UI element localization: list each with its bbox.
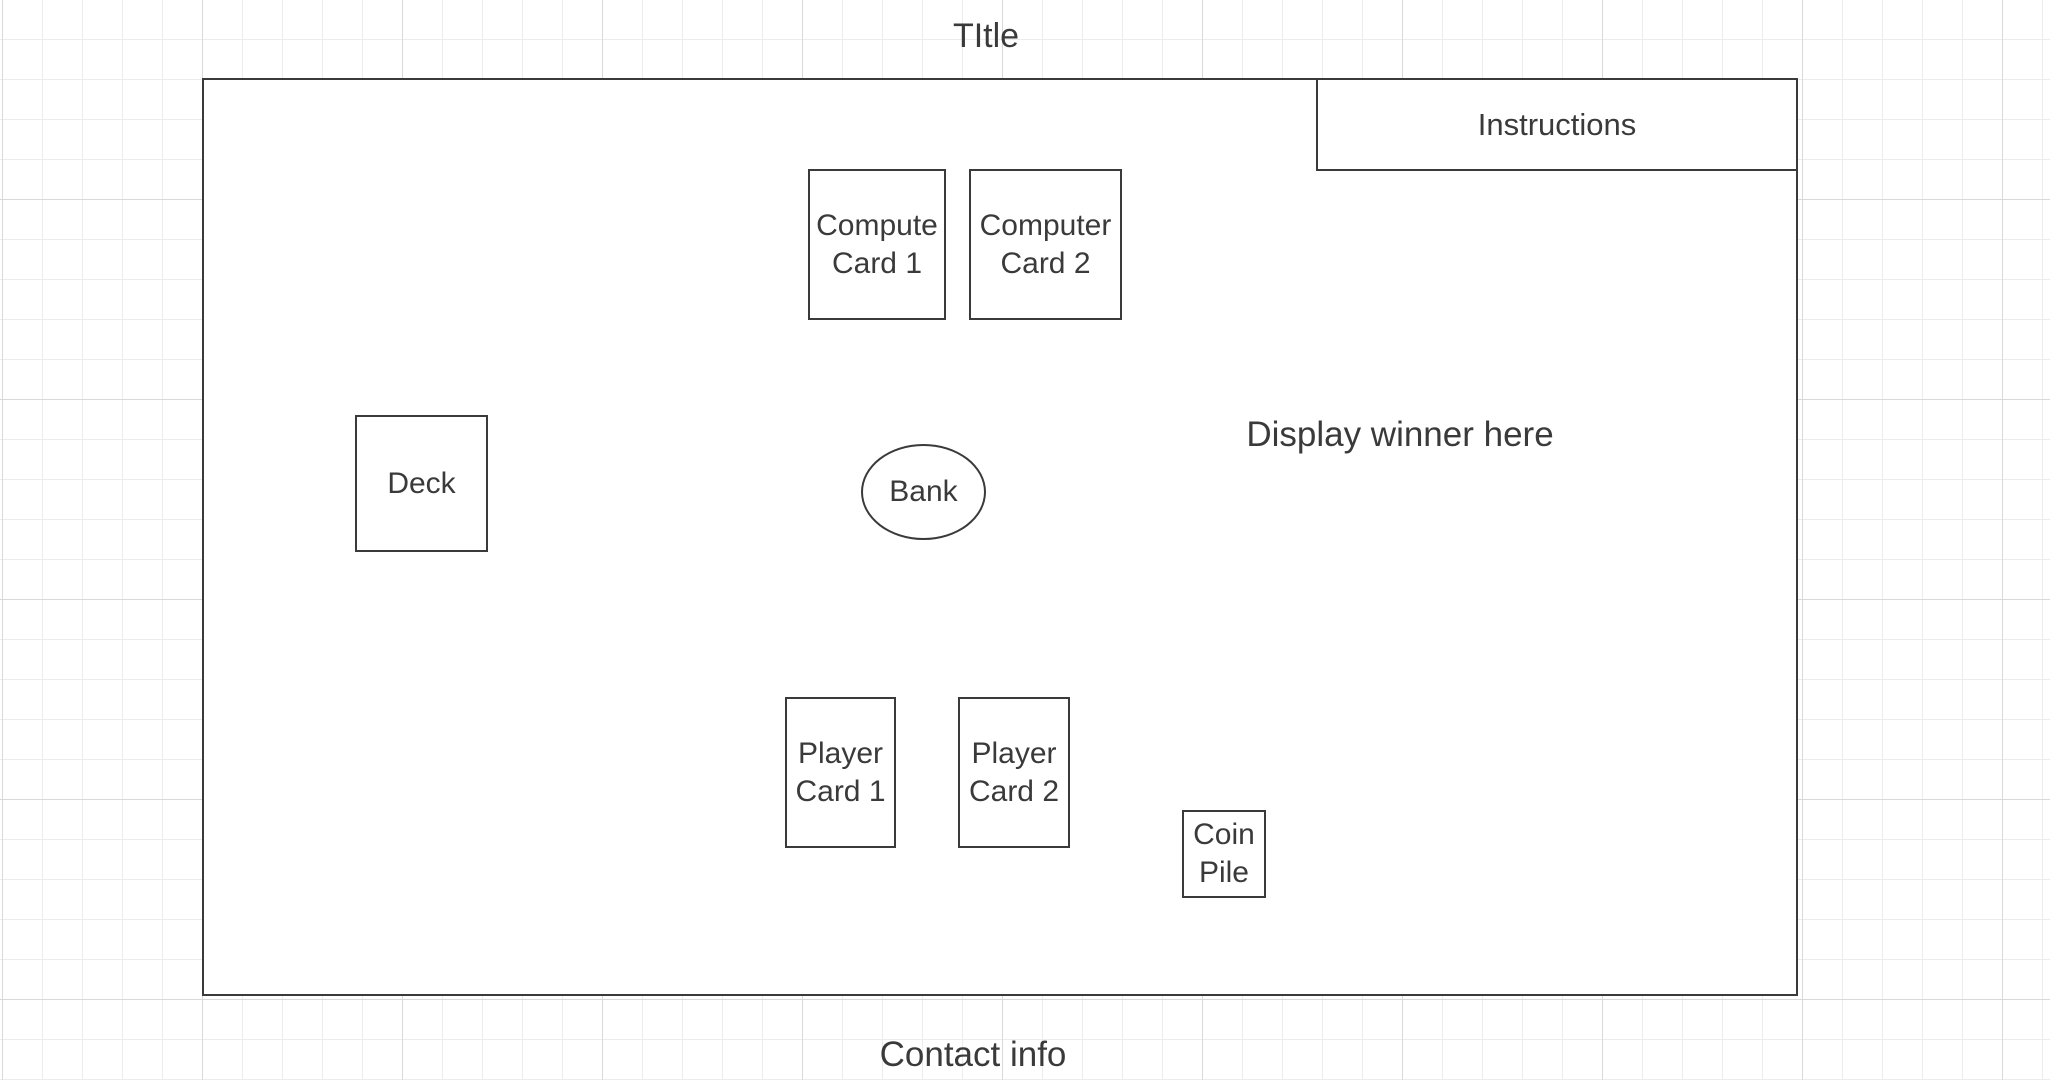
instructions-box[interactable]: Instructions <box>1316 78 1798 171</box>
deck-box[interactable]: Deck <box>355 415 488 552</box>
contact-info: Contact info <box>879 1035 1067 1074</box>
player-card-1-label: Player Card 1 <box>795 736 886 808</box>
coin-pile-label: Coin Pile <box>1193 818 1255 889</box>
computer-card-2[interactable]: Computer Card 2 <box>969 169 1122 320</box>
page-title: TItle <box>952 17 1020 55</box>
deck-label: Deck <box>387 466 456 500</box>
player-card-2-label: Player Card 2 <box>968 736 1060 808</box>
computer-card-1[interactable]: Compute Card 1 <box>808 169 946 320</box>
bank-ellipse[interactable]: Bank <box>861 444 986 540</box>
winner-display: Display winner here <box>1246 415 1554 454</box>
computer-card-1-label: Compute Card 1 <box>816 208 938 280</box>
bank-label: Bank <box>889 475 958 508</box>
computer-card-2-label: Computer Card 2 <box>979 208 1112 280</box>
coin-pile-box[interactable]: Coin Pile <box>1182 810 1266 898</box>
instructions-label: Instructions <box>1477 106 1637 142</box>
player-card-1[interactable]: Player Card 1 <box>785 697 896 848</box>
player-card-2[interactable]: Player Card 2 <box>958 697 1070 848</box>
